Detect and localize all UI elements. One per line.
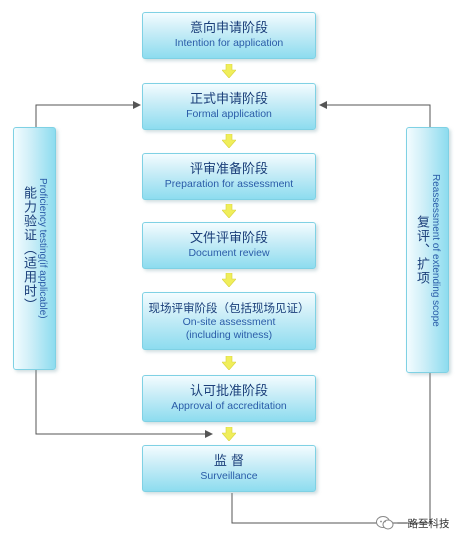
side-reassessment-zh: 复评、扩项 bbox=[414, 215, 429, 285]
chat-bubble-icon bbox=[376, 516, 394, 530]
stage-formal-application-zh: 正式申请阶段 bbox=[189, 92, 268, 107]
stage-approval-en: Approval of accreditation bbox=[171, 400, 287, 412]
stage-onsite-assessment-zh: 现场评审阶段（包括现场见证） bbox=[148, 301, 310, 315]
stage-document-review-zh: 文件评审阶段 bbox=[189, 231, 268, 246]
arrow-down-icon bbox=[222, 204, 236, 218]
side-proficiency-testing-zh: 能力验证（适用时） bbox=[21, 185, 36, 312]
stage-onsite-assessment-en2: (including witness) bbox=[185, 329, 273, 341]
stage-document-review: 文件评审阶段 Document review bbox=[142, 222, 316, 269]
stage-formal-application: 正式申请阶段 Formal application bbox=[142, 83, 316, 130]
stage-intention: 意向申请阶段 Intention for application bbox=[142, 12, 316, 59]
stage-approval-zh: 认可批准阶段 bbox=[189, 384, 268, 399]
left-loop-top-line bbox=[35, 101, 141, 127]
side-reassessment: 复评、扩项 Reassessment of extending scope bbox=[406, 127, 449, 373]
arrow-down-icon bbox=[222, 64, 236, 78]
stage-preparation-zh: 评审准备阶段 bbox=[189, 162, 268, 177]
left-loop-bottom-line bbox=[35, 370, 213, 438]
side-proficiency-testing-en: Proficiency testing(if applicable) bbox=[37, 178, 48, 319]
stage-surveillance-zh: 监 督 bbox=[213, 454, 245, 469]
stage-preparation-en: Preparation for assessment bbox=[164, 178, 294, 190]
stage-intention-zh: 意向申请阶段 bbox=[189, 21, 268, 36]
stage-approval: 认可批准阶段 Approval of accreditation bbox=[142, 375, 316, 422]
watermark: 一路至科技 bbox=[376, 514, 450, 532]
arrow-down-icon bbox=[222, 134, 236, 148]
stage-formal-application-en: Formal application bbox=[186, 108, 272, 120]
side-proficiency-testing: 能力验证（适用时） Proficiency testing(if applica… bbox=[13, 127, 56, 370]
stage-intention-en: Intention for application bbox=[174, 37, 284, 49]
arrow-down-icon bbox=[222, 356, 236, 370]
stage-surveillance: 监 督 Surveillance bbox=[142, 445, 316, 492]
stage-surveillance-en: Surveillance bbox=[200, 470, 258, 482]
stage-onsite-assessment: 现场评审阶段（包括现场见证） On-site assessment (inclu… bbox=[142, 292, 316, 350]
side-reassessment-en: Reassessment of extending scope bbox=[430, 173, 441, 327]
arrow-down-icon bbox=[222, 273, 236, 287]
stage-document-review-en: Document review bbox=[188, 247, 270, 259]
right-loop-bottom-line bbox=[231, 373, 431, 524]
stage-onsite-assessment-en: On-site assessment bbox=[182, 316, 276, 328]
arrow-down-icon bbox=[222, 427, 236, 441]
watermark-text: 一路至科技 bbox=[397, 517, 450, 530]
stage-preparation: 评审准备阶段 Preparation for assessment bbox=[142, 153, 316, 200]
right-loop-top-line bbox=[319, 101, 431, 127]
